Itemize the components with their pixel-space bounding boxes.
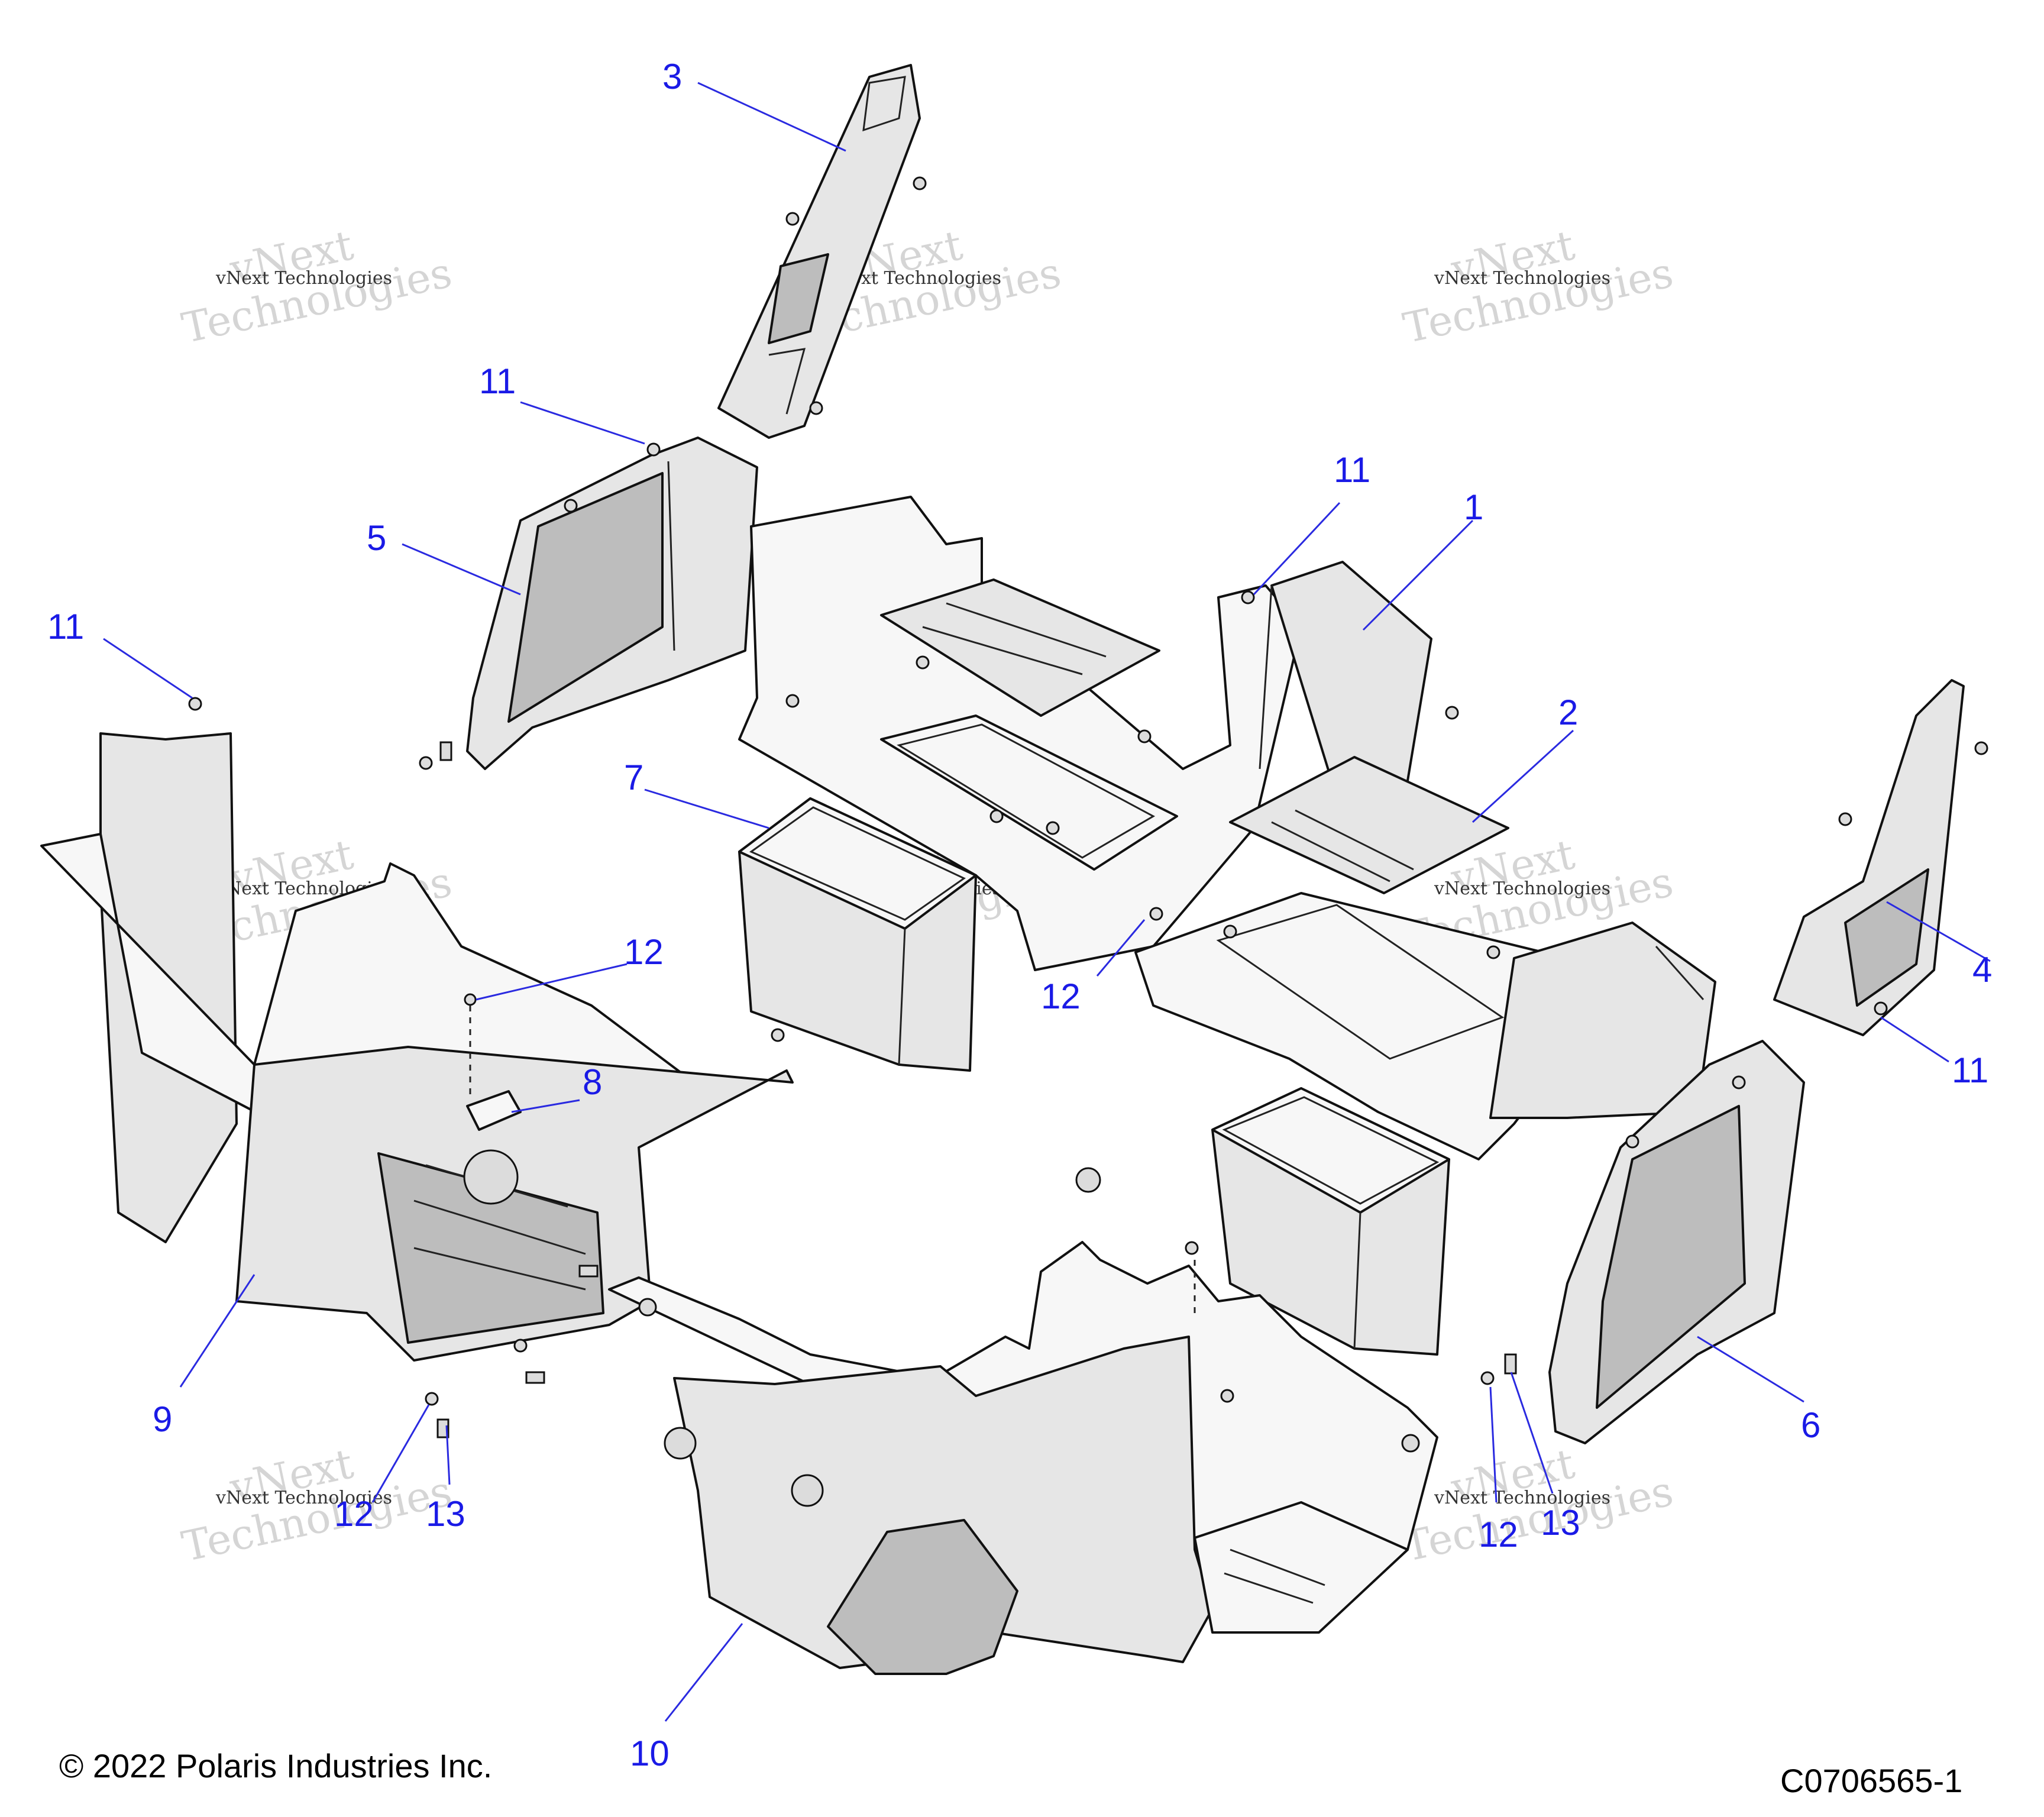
copyright-text: © 2022 Polaris Industries Inc. [59,1747,492,1784]
hole-icon [791,1474,824,1507]
clip-icon [439,741,452,761]
fastener-icon [419,756,433,770]
fastener-icon [425,1392,439,1406]
callout-13: 13 [426,1494,465,1534]
fastener-icon [785,212,800,226]
fastener-icon [989,809,1004,823]
callout-3: 3 [662,57,682,96]
callout-11: 11 [1952,1050,1988,1090]
part-10-floor-pan [608,1167,1438,1675]
part-9-floor-pan [40,697,794,1438]
fastener-icon [1401,1434,1420,1453]
callout-2: 2 [1558,693,1578,732]
fastener-icon [464,993,477,1006]
part-4-trim-panel [1773,679,1988,1036]
clip-icon [436,1418,449,1438]
watermark-text: vNext Technologies [1434,268,1610,289]
callout-6: 6 [1801,1405,1820,1445]
fastener-icon [564,499,578,513]
hole-icon [664,1427,697,1460]
fastener-icon [1838,812,1852,826]
callout-labels: 3 1 2 4 5 6 7 8 9 10 11 11 11 11 12 12 1… [47,57,1992,1773]
fastener-icon [1220,1389,1234,1403]
fastener-icon [646,442,661,457]
callout-9: 9 [153,1399,172,1439]
fastener-icon [1185,1241,1199,1255]
callout-4: 4 [1972,950,1992,990]
drain-plug-icon [1075,1167,1101,1193]
fastener-icon [1480,1371,1495,1385]
fastener-icon [913,176,927,190]
drain-hole-icon [463,1149,519,1205]
clip-icon [1504,1353,1517,1375]
callout-13: 13 [1541,1503,1580,1543]
callout-11: 11 [479,361,516,401]
fastener-icon [638,1298,657,1317]
callout-10: 10 [630,1734,670,1773]
fastener-icon [1486,945,1500,959]
part-3-trim-panel [717,64,927,439]
fastener-icon [1974,741,1988,755]
fastener-icon [1223,924,1237,939]
watermark-text: vNext Technologies [1434,878,1610,899]
callout-5: 5 [367,518,386,558]
storage-bin-lower [1211,1087,1450,1356]
callout-12: 12 [1041,977,1081,1016]
part-1-2-floor-assembly [738,496,1716,1160]
figure-id: C0706565-1 [1780,1762,1962,1799]
fastener-icon [1137,729,1152,743]
watermark-text: vNext Technologies [1434,1488,1610,1508]
clip-icon [578,1265,599,1278]
callout-11: 11 [1334,450,1370,490]
fastener-icon [1046,821,1060,835]
callout-11: 11 [47,607,84,646]
fastener-icon [771,1028,785,1042]
fastener-icon [1874,1001,1888,1016]
fastener-icon [1732,1075,1746,1089]
fastener-icon [809,401,823,415]
part-6-side-panel [1480,1040,1805,1444]
part-5-side-panel [419,437,758,770]
fastener-icon [1625,1134,1639,1149]
callout-12: 12 [1479,1515,1518,1554]
fastener-icon [916,655,930,670]
callout-12: 12 [624,932,664,972]
clip-icon [525,1371,545,1384]
watermark-text: vNext Technologies [215,1488,392,1508]
fastener-icon [1149,907,1163,921]
callout-12: 12 [334,1494,374,1534]
fastener-icon [188,697,202,711]
leader-lines [103,82,1991,1722]
watermark-text: vNext Technologies [215,268,392,289]
part-7-storage-bin [738,797,977,1072]
fastener-icon [785,694,800,708]
fastener-icon [1241,590,1255,604]
fastener-icon [1445,706,1459,720]
part-8-drain-plug [466,1090,522,1131]
callout-8: 8 [583,1062,602,1102]
callout-7: 7 [624,758,643,797]
callout-1: 1 [1464,487,1483,527]
fastener-icon [513,1338,528,1353]
